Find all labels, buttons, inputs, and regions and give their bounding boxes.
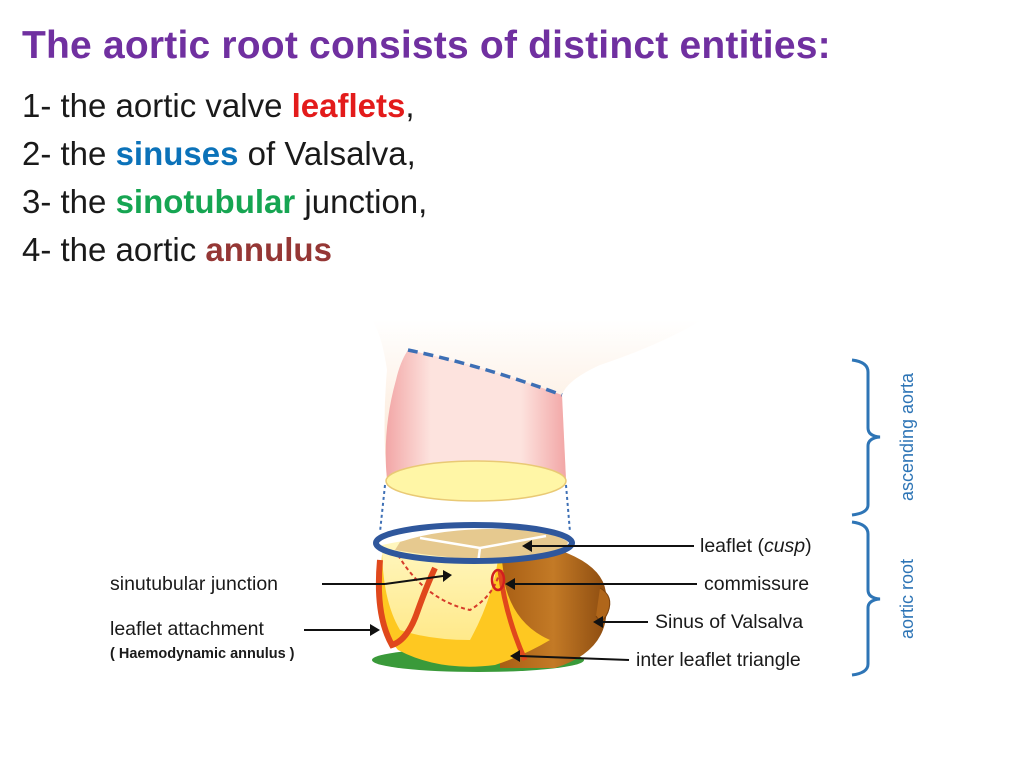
leaflet-attachment-right (497, 569, 528, 662)
label-leaflet-attachment: leaflet attachment (110, 618, 265, 640)
closed-leaflets (395, 528, 568, 562)
list-item-text: of Valsalva, (238, 135, 416, 172)
label-haemodynamic-annulus: ( Haemodynamic annulus ) (110, 646, 295, 662)
list-item-sinotubular: 3- the sinotubular junction, (22, 178, 427, 226)
dashed-cut-line (407, 348, 563, 397)
entity-list: 1- the aortic valve leaflets, 2- the sin… (22, 82, 427, 274)
term-sinotubular: sinotubular (115, 183, 296, 220)
commissure-mark (490, 568, 506, 592)
label-aortic-root: aortic root (897, 559, 917, 639)
dotted-attachment (397, 554, 501, 612)
label-leaflet-italic: cusp (764, 535, 805, 557)
list-item-annulus: 4- the aortic annulus (22, 226, 427, 274)
term-sinuses: sinuses (115, 135, 239, 172)
aortic-root (372, 522, 611, 672)
slide-title: The aortic root consists of distinct ent… (22, 24, 831, 67)
label-leaflet-suffix: ) (805, 535, 812, 557)
list-item-text: 1- the aortic valve (22, 87, 292, 124)
term-leaflets: leaflets (291, 87, 406, 124)
aorta-lumen (385, 460, 567, 502)
label-leaflet-prefix: leaflet ( (700, 535, 764, 557)
bracket-aortic-root (851, 520, 881, 677)
leaflet-attachment-left (375, 559, 438, 649)
term-annulus: annulus (205, 231, 332, 268)
right-labels: leaflet (cusp) commissure Sinus of Valsa… (505, 535, 812, 671)
sinotubular-ring (373, 522, 575, 564)
list-item-sinuses: 2- the sinuses of Valsalva, (22, 130, 427, 178)
list-item-text: 4- the aortic (22, 231, 206, 268)
label-leaflet-cusp: leaflet (cusp) (700, 535, 812, 557)
left-labels: sinutubular junction leaflet attachment … (110, 570, 452, 662)
ascending-aorta (372, 320, 702, 533)
list-item-text: junction, (295, 183, 428, 220)
label-sinutubular-junction: sinutubular junction (110, 573, 278, 595)
list-item-text: 2- the (22, 135, 116, 172)
label-ascending-aorta: ascending aorta (897, 372, 917, 501)
list-item-text: , (405, 87, 415, 124)
list-item-leaflets: 1- the aortic valve leaflets, (22, 82, 427, 130)
label-commissure: commissure (704, 573, 809, 595)
list-item-text: 3- the (22, 183, 116, 220)
bracket-ascending-aorta (851, 358, 881, 517)
brackets: ascending aorta aortic root (851, 358, 917, 677)
label-inter-leaflet-triangle: inter leaflet triangle (636, 649, 801, 671)
label-sinus-of-valsalva: Sinus of Valsalva (655, 611, 803, 633)
